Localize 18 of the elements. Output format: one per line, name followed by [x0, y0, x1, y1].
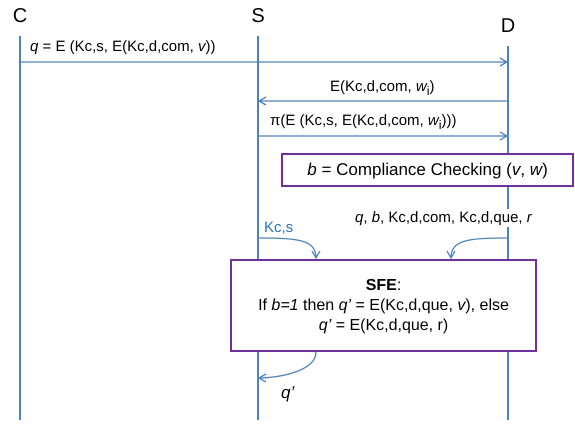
arrow	[259, 237, 320, 259]
edge-label: q = E (Kc,s, E(Kc,d,com, v))	[30, 38, 216, 56]
participant-label: D	[500, 14, 516, 38]
box-heading: SFE:	[366, 276, 402, 296]
arrow	[258, 352, 317, 382]
participant-label: C	[12, 4, 28, 28]
process-box	[230, 259, 537, 352]
edge-label: q, b, Kc,d,com, Kc,d,que, r	[355, 209, 532, 227]
box-text: b = Compliance Checking (v, w)	[307, 160, 548, 180]
process-box	[281, 153, 574, 187]
arrow	[21, 57, 508, 67]
participant-label: S	[250, 4, 266, 28]
edge-label: Kc,s	[264, 219, 294, 237]
arrow	[446, 237, 507, 259]
box-text: If b=1 then q’ = E(Kc,d,que, v), else q’ = E(Kc,d,que, r)	[257, 296, 510, 336]
edge-label: q’	[281, 384, 294, 402]
arrow	[258, 96, 507, 106]
arrow	[259, 131, 508, 141]
